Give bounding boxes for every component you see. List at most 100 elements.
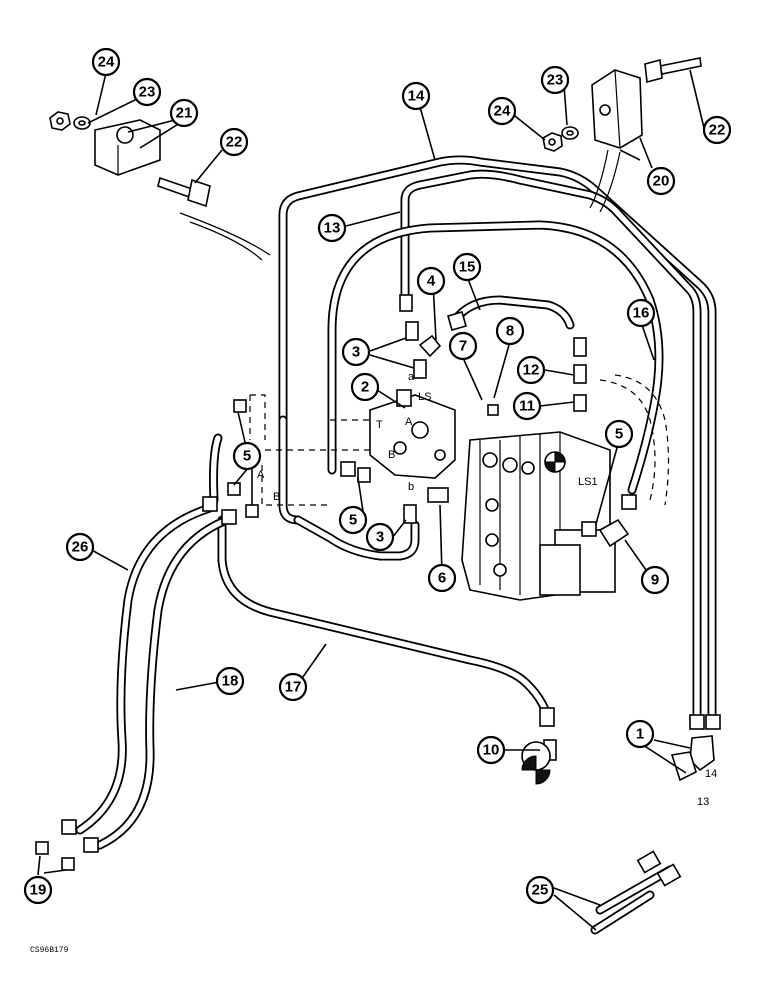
svg-text:24: 24 xyxy=(98,54,115,71)
callout-19: 19 xyxy=(23,875,53,905)
bolt-22-left xyxy=(157,176,211,208)
svg-text:25: 25 xyxy=(532,882,549,899)
port-label-ls: LS xyxy=(418,391,431,403)
washer-23-right xyxy=(561,126,579,140)
hose-label-b: B xyxy=(273,491,280,503)
port-label-ls1: LS1 xyxy=(578,476,598,488)
phantom-outline xyxy=(249,394,370,506)
svg-text:24: 24 xyxy=(494,103,511,120)
svg-text:3: 3 xyxy=(376,529,384,546)
callout-5-right: 5 xyxy=(604,419,634,449)
hose-25 xyxy=(590,850,682,935)
callout-7: 7 xyxy=(448,331,478,361)
hose-15 xyxy=(450,295,575,330)
fittings xyxy=(35,294,721,871)
phantom-hose xyxy=(599,374,670,506)
callout-5-lower: 5 xyxy=(338,505,368,535)
svg-text:17: 17 xyxy=(285,679,302,696)
svg-text:13: 13 xyxy=(324,220,341,237)
callout-26: 26 xyxy=(65,532,95,562)
svg-text:2: 2 xyxy=(361,379,369,396)
callout-1: 1 xyxy=(625,719,655,749)
svg-text:11: 11 xyxy=(519,398,535,415)
callout-20: 20 xyxy=(646,166,676,196)
callout-2: 2 xyxy=(350,372,380,402)
svg-text:12: 12 xyxy=(523,362,540,379)
callout-12: 12 xyxy=(516,355,546,385)
callout-3-upper: 3 xyxy=(341,337,371,367)
port-label-t: T xyxy=(376,419,383,431)
svg-text:5: 5 xyxy=(349,512,357,529)
callout-25: 25 xyxy=(525,875,555,905)
fitting-label-13: 13 xyxy=(697,796,709,808)
svg-text:3: 3 xyxy=(352,344,360,361)
clamp-21 xyxy=(94,119,161,176)
leader-line-clamp-right xyxy=(589,149,621,213)
callout-23-left: 23 xyxy=(132,77,162,107)
svg-text:16: 16 xyxy=(633,305,650,322)
callout-23-right: 23 xyxy=(540,65,570,95)
svg-text:21: 21 xyxy=(176,105,193,122)
nut-24-right xyxy=(542,132,563,152)
callout-24-left: 24 xyxy=(91,47,121,77)
nut-24-left xyxy=(49,111,71,131)
port-label-b: B xyxy=(388,449,395,461)
svg-text:26: 26 xyxy=(72,539,89,556)
hose-16 xyxy=(327,220,664,495)
callout-4: 4 xyxy=(416,266,446,296)
svg-text:7: 7 xyxy=(459,338,467,355)
callout-3-lower: 3 xyxy=(365,522,395,552)
washer-23-left xyxy=(73,116,91,130)
control-valve-block: LS1 xyxy=(461,431,616,601)
callout-16: 16 xyxy=(626,298,656,328)
port-label-a-small: a xyxy=(408,371,415,383)
svg-text:23: 23 xyxy=(547,72,564,89)
fitting-label-14: 14 xyxy=(705,768,717,780)
hose-label-a: A xyxy=(257,469,265,481)
svg-text:15: 15 xyxy=(459,259,476,276)
callout-14: 14 xyxy=(401,81,431,111)
svg-text:19: 19 xyxy=(30,882,47,899)
callout-10: 10 xyxy=(476,735,506,765)
callout-5-left: 5 xyxy=(232,441,262,471)
hose-upper-left xyxy=(209,433,223,505)
leader-line-clamp-left xyxy=(179,212,271,261)
svg-text:9: 9 xyxy=(651,572,659,589)
callout-17: 17 xyxy=(278,672,308,702)
svg-text:4: 4 xyxy=(427,273,436,290)
callout-15: 15 xyxy=(452,252,482,282)
callout-21: 21 xyxy=(169,98,199,128)
callout-6: 6 xyxy=(427,563,457,593)
svg-text:22: 22 xyxy=(226,134,243,151)
callout-18: 18 xyxy=(215,666,245,696)
svg-text:8: 8 xyxy=(506,323,514,340)
svg-text:22: 22 xyxy=(709,122,726,139)
hose-26 xyxy=(75,503,215,835)
svg-text:10: 10 xyxy=(483,742,500,759)
svg-text:6: 6 xyxy=(438,570,446,587)
callout-22-right: 22 xyxy=(702,115,732,145)
bolt-22-right xyxy=(644,57,702,84)
callout-24-right: 24 xyxy=(487,96,517,126)
callout-9: 9 xyxy=(640,565,670,595)
svg-text:18: 18 xyxy=(222,673,239,690)
svg-text:14: 14 xyxy=(408,88,425,105)
callout-11: 11 xyxy=(512,391,542,421)
small-valve-2: LS T A B a b xyxy=(369,371,456,493)
hose-18 xyxy=(95,513,237,850)
callout-13: 13 xyxy=(317,213,347,243)
svg-text:23: 23 xyxy=(139,84,156,101)
clamp-20 xyxy=(591,69,643,149)
port-label-a: A xyxy=(405,416,413,428)
hose-17 xyxy=(217,515,551,717)
callout-8: 8 xyxy=(495,316,525,346)
svg-text:5: 5 xyxy=(615,426,623,443)
port-label-b-small: b xyxy=(408,481,414,493)
tube-lower-return xyxy=(293,515,420,561)
callout-22-left: 22 xyxy=(219,127,249,157)
svg-text:20: 20 xyxy=(653,173,670,190)
tube-13 xyxy=(400,169,702,725)
figure-code: CS96B179 xyxy=(30,946,69,955)
svg-text:1: 1 xyxy=(636,726,644,743)
